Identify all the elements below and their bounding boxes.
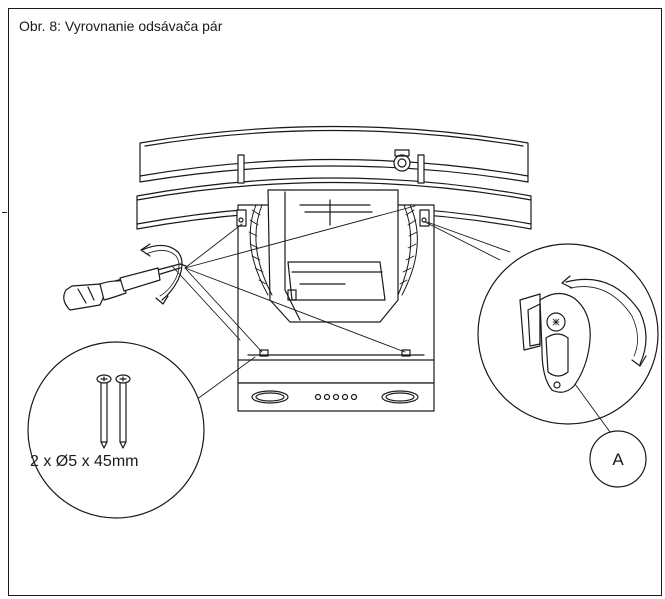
screw-spec-label: 2 x Ø5 x 45mm <box>30 453 138 470</box>
edge-mark <box>2 212 7 213</box>
motor-housing <box>248 189 418 323</box>
screw-left <box>96 374 112 449</box>
callout-letter: A <box>612 450 624 469</box>
screw-detail <box>27 341 205 519</box>
control-panel <box>237 382 435 412</box>
rotation-arrow-left <box>140 243 183 305</box>
callout-circle <box>589 430 647 488</box>
callout-leader <box>574 383 611 433</box>
rotation-arrow-right <box>561 275 647 367</box>
screwdriver <box>63 263 187 311</box>
figure-caption: Obr. 8: Vyrovnanie odsávača pár <box>19 18 223 34</box>
screw-right <box>115 374 131 449</box>
upper-canopy-panel <box>139 125 529 183</box>
adjust-bracket-plate <box>519 292 591 393</box>
bracket-detail <box>477 243 659 433</box>
leader-lines <box>171 205 511 401</box>
adjust-brackets <box>236 209 430 357</box>
panel-brackets <box>237 149 425 184</box>
